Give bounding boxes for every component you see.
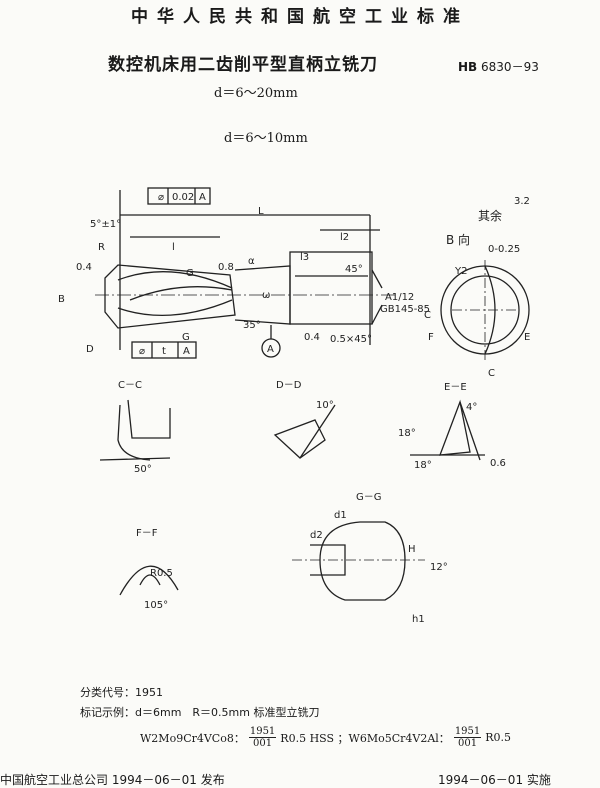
technical-drawing: ⌀ 0.02 A ⌀ t A 5°±1° R L l l2 l3 B D G G… xyxy=(58,187,530,625)
other-roughness-label: 其余 xyxy=(478,208,502,223)
label-d2: d2 xyxy=(310,530,323,541)
label-view-C: C xyxy=(424,310,431,321)
label-angle-105: 105° xyxy=(144,600,168,611)
roughness-0-8: 0.8 xyxy=(218,262,234,273)
marking-example: 标记示例：d＝6mm R＝0.5mm 标准型立铣刀 xyxy=(80,706,320,719)
label-angle-18-a: 18° xyxy=(398,428,416,439)
formula-part1-pre: W2Mo9Cr4VCo8： xyxy=(140,731,245,745)
formula-fraction-1: 1951 001 xyxy=(248,726,277,749)
label-chamfer: 0.5×45° xyxy=(330,334,372,345)
footer-effective: 1994－06－01 实施 xyxy=(438,773,551,787)
fraction-2-numerator: 1951 xyxy=(453,726,482,738)
section-title-CC: C－C xyxy=(118,380,142,391)
label-d1: d1 xyxy=(334,510,347,521)
label-angle-10: 10° xyxy=(316,400,334,411)
label-length-l2: l2 xyxy=(340,232,349,243)
label-view-E: E xyxy=(524,332,530,343)
label-H: H xyxy=(408,544,416,555)
label-h1: h1 xyxy=(412,614,425,625)
tol2-symbol: ⌀ xyxy=(139,346,145,357)
org-header: 中华人民共和国航空工业标准 xyxy=(131,7,469,27)
diameter-range: d＝6～20mm xyxy=(214,86,298,101)
label-r05: R0.5 xyxy=(150,568,173,579)
formula-part1-post: R0.5 HSS ；W6Mo5Cr4V2Al： xyxy=(280,731,450,745)
label-view-C-bottom: C xyxy=(488,368,495,379)
label-length-L: L xyxy=(258,206,264,217)
label-length-l: l xyxy=(172,242,175,253)
label-length-l3: l3 xyxy=(300,252,309,263)
diameter-subrange: d＝6～10mm xyxy=(224,131,308,146)
section-title-EE: E－E xyxy=(444,382,467,393)
b-view-tolerance: 0-0.25 xyxy=(488,244,520,255)
tol2-value: t xyxy=(162,346,166,357)
label-view-F: F xyxy=(428,332,434,343)
fraction-1-denominator: 001 xyxy=(253,738,273,749)
label-center-hole: A1/12 xyxy=(385,292,414,303)
roughness-0-4-left: 0.4 xyxy=(76,262,92,273)
fraction-1-numerator: 1951 xyxy=(248,726,277,738)
marking-formula: W2Mo9Cr4VCo8： 1951 001 R0.5 HSS ；W6Mo5Cr… xyxy=(140,726,511,749)
formula-fraction-2: 1951 001 xyxy=(453,726,482,749)
section-title-DD: D－D xyxy=(276,380,302,391)
tol-symbol: ⌀ xyxy=(158,192,164,203)
label-center-standard: GB145-85 xyxy=(380,304,430,315)
section-title-FF: F－F xyxy=(136,528,158,539)
standard-code: 6830－93 xyxy=(481,60,539,74)
classification-code: 分类代号：1951 xyxy=(80,686,163,699)
footer-issued: 中国航空工业总公司 1994－06－01 发布 xyxy=(0,773,225,787)
label-angle-35: 35° xyxy=(243,320,261,331)
label-angle-top: 5°±1° xyxy=(90,219,121,230)
formula-part2-post: R0.5 xyxy=(485,731,512,744)
standard-number: HB 6830－93 xyxy=(458,58,539,75)
b-view-label: B 向 xyxy=(446,232,470,247)
page-title: 数控机床用二齿削平型直柄立铣刀 xyxy=(108,55,378,75)
label-y2: Y2 xyxy=(454,266,467,277)
label-datum-A: A xyxy=(267,344,274,355)
section-title-GG: G－G xyxy=(356,492,382,503)
label-section-B: B xyxy=(58,294,65,305)
label-angle-12: 12° xyxy=(430,562,448,573)
label-section-G-bottom: G xyxy=(182,332,190,343)
label-angle-18-b: 18° xyxy=(414,460,432,471)
label-angle-4: 4° xyxy=(466,402,477,413)
label-radius: R xyxy=(98,242,105,253)
standard-prefix: HB xyxy=(458,60,478,74)
label-section-D: D xyxy=(86,344,94,355)
label-omega: ω xyxy=(262,290,270,301)
fraction-2-denominator: 001 xyxy=(457,738,478,749)
tol2-datum: A xyxy=(183,346,190,357)
tol-datum: A xyxy=(199,192,206,203)
label-angle-45: 45° xyxy=(345,264,363,275)
tol-value: 0.02 xyxy=(172,192,194,203)
label-alpha: α xyxy=(248,256,255,267)
label-dim-0-6: 0.6 xyxy=(490,458,506,469)
label-angle-50: 50° xyxy=(134,464,152,475)
label-section-G-top: G xyxy=(186,268,194,279)
other-roughness-value: 3.2 xyxy=(514,196,530,207)
roughness-0-4-bottom: 0.4 xyxy=(304,332,320,343)
